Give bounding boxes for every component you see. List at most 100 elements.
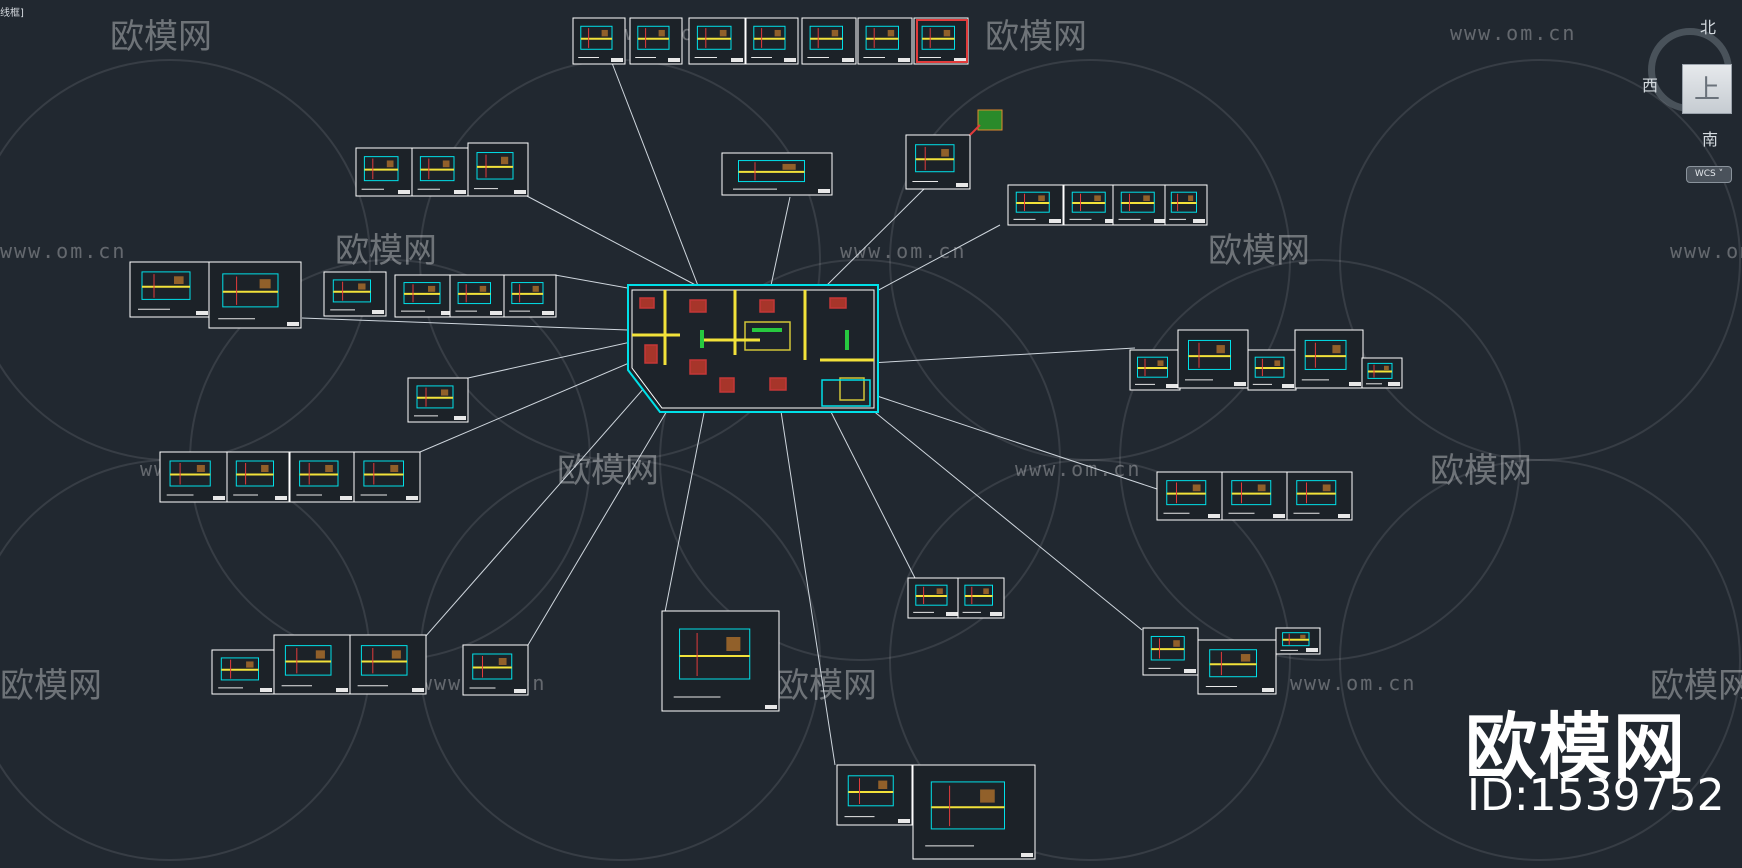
drawing-sheet[interactable] xyxy=(208,261,302,329)
counter-block xyxy=(752,328,782,332)
furniture-block xyxy=(829,297,847,309)
leader-line xyxy=(301,317,629,331)
drawing-sheet[interactable] xyxy=(1286,471,1353,521)
drawing-sheet[interactable] xyxy=(349,634,427,695)
drawing-sheet[interactable] xyxy=(913,17,969,65)
drawing-sheet[interactable] xyxy=(407,377,469,423)
furniture-block xyxy=(759,299,775,313)
drawing-sheet[interactable] xyxy=(661,610,780,712)
drawing-sheet[interactable] xyxy=(1361,357,1403,389)
leader-line xyxy=(769,196,791,291)
drawing-sheet[interactable] xyxy=(572,17,626,65)
watermark-arc xyxy=(1119,259,1521,661)
viewcube[interactable]: 北 西 南 上 WCS ˅ xyxy=(1640,12,1740,192)
viewcube-south-label[interactable]: 南 xyxy=(1702,130,1719,149)
watermark-repeat-text: 欧模网 xyxy=(775,666,877,706)
drawing-sheet[interactable] xyxy=(394,274,456,318)
furniture-block xyxy=(689,359,707,375)
drawing-sheet[interactable] xyxy=(1156,471,1223,521)
drawing-sheet[interactable] xyxy=(211,649,275,695)
leader-line xyxy=(424,369,661,638)
watermark-logo: 欧模网 xyxy=(1465,705,1688,789)
drawing-sheet[interactable] xyxy=(411,147,469,197)
drawing-sheet[interactable] xyxy=(1164,184,1208,226)
furniture-block xyxy=(744,321,791,351)
counter-block xyxy=(700,330,704,348)
drawing-sheet[interactable] xyxy=(273,634,351,695)
drawing-sheet[interactable] xyxy=(1294,329,1364,389)
drawing-sheet[interactable] xyxy=(353,451,421,503)
counter-block xyxy=(845,330,849,350)
watermark-repeat-text: 欧模网 xyxy=(1430,451,1532,491)
drawing-sheet[interactable] xyxy=(1197,639,1277,695)
watermark-arc xyxy=(1339,459,1741,861)
leader-line xyxy=(527,371,691,646)
drawing-sheet[interactable] xyxy=(129,261,211,318)
watermark-url-text: www.om.cn xyxy=(1015,457,1141,481)
drawing-sheet[interactable] xyxy=(323,271,387,317)
drawing-sheet[interactable] xyxy=(1142,627,1199,676)
floor-plan-outline xyxy=(627,284,879,413)
drawing-sheet[interactable] xyxy=(907,577,961,619)
drawing-sheet[interactable] xyxy=(836,764,913,826)
wcs-dropdown-button[interactable]: WCS ˅ xyxy=(1686,166,1732,183)
room-boundary xyxy=(821,379,871,407)
watermark-repeat-text: 欧模网 xyxy=(985,17,1087,57)
leader-line xyxy=(819,187,926,293)
detail-callout xyxy=(977,109,1003,131)
drawing-sheet[interactable] xyxy=(1007,184,1064,226)
highlighted-sheet xyxy=(916,19,968,63)
drawing-sheet[interactable] xyxy=(226,451,290,503)
drawing-sheet[interactable] xyxy=(721,152,833,196)
watermark-url-text: www.om.cn xyxy=(1290,671,1416,695)
leader-line xyxy=(859,399,1143,631)
furniture-block xyxy=(769,377,787,391)
furniture-block xyxy=(719,377,735,393)
viewcube-north-label[interactable]: 北 xyxy=(1700,18,1717,37)
drawing-sheet[interactable] xyxy=(1177,329,1249,389)
watermark-arc xyxy=(1339,59,1741,461)
drawing-sheet[interactable] xyxy=(462,644,529,696)
drawing-sheet[interactable] xyxy=(1129,349,1181,391)
viewport-visual-style-label[interactable]: 线框] xyxy=(0,8,24,19)
drawing-sheet[interactable] xyxy=(289,451,355,503)
watermark-arc xyxy=(889,459,1291,861)
watermark-repeat-text: 欧模网 xyxy=(1208,231,1310,271)
drawing-sheet[interactable] xyxy=(857,17,913,65)
leader-line xyxy=(774,371,836,766)
drawing-sheet[interactable] xyxy=(629,17,683,65)
viewcube-west-label[interactable]: 西 xyxy=(1642,76,1659,95)
leader-line xyxy=(864,391,1161,491)
drawing-sheet[interactable] xyxy=(912,764,1036,860)
drawing-sheet[interactable] xyxy=(957,577,1005,619)
drawing-sheet[interactable] xyxy=(1247,349,1297,391)
drawing-sheet[interactable] xyxy=(745,17,799,65)
leader-line xyxy=(869,347,1136,364)
drawing-sheet[interactable] xyxy=(503,274,557,318)
watermark-arc xyxy=(659,259,1061,661)
drawing-sheet[interactable] xyxy=(688,17,746,65)
drawing-sheet[interactable] xyxy=(1063,184,1120,226)
drawing-sheet[interactable] xyxy=(467,142,529,197)
watermark-repeat-text: 欧模网 xyxy=(557,451,659,491)
watermark-repeat-text: 欧模网 xyxy=(335,231,437,271)
leader-line xyxy=(419,354,649,453)
furniture-block xyxy=(639,297,655,309)
viewcube-top-face[interactable]: 上 xyxy=(1682,64,1732,114)
leader-line xyxy=(467,339,641,379)
drawing-sheet[interactable] xyxy=(1112,184,1169,226)
watermark-arc xyxy=(889,59,1291,461)
leader-line xyxy=(829,409,917,581)
drawing-sheet[interactable] xyxy=(449,274,505,318)
drawing-sheet[interactable] xyxy=(905,134,971,190)
drawing-sheet[interactable] xyxy=(801,17,857,65)
watermark-id: ID:1539752 xyxy=(1467,770,1725,821)
drawing-sheet[interactable] xyxy=(159,451,228,503)
drawing-sheet[interactable] xyxy=(355,147,413,197)
drawing-sheet[interactable] xyxy=(1221,471,1288,521)
drawing-sheet[interactable] xyxy=(1275,627,1321,655)
watermark-repeat-text: 欧模网 xyxy=(110,17,212,57)
central-floor-plan[interactable] xyxy=(627,284,879,413)
